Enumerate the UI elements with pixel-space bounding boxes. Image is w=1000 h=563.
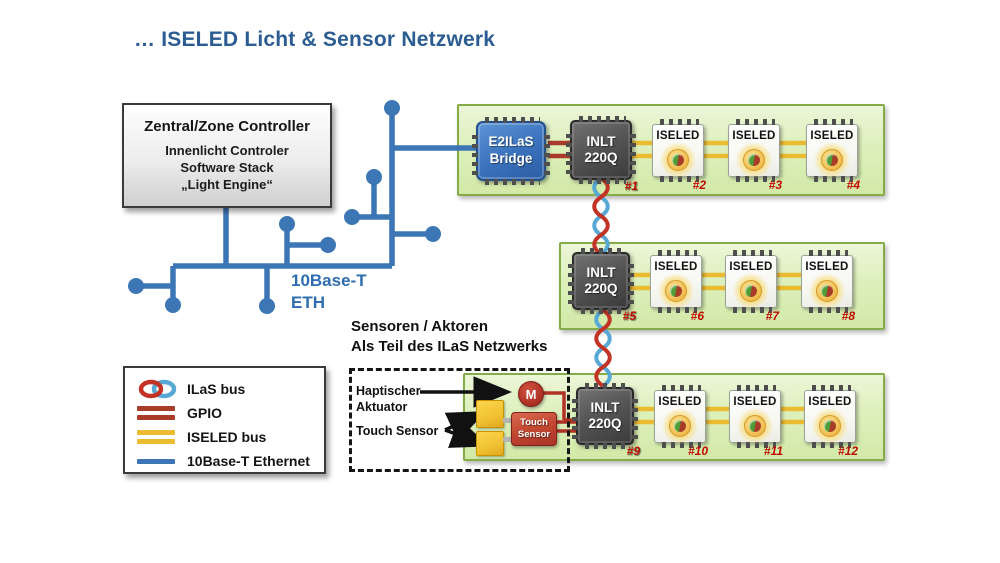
chip-pins [737, 385, 776, 391]
ethernet-node-dots [128, 100, 441, 314]
chip-pins [579, 116, 626, 122]
touch-sensor-label: Touch Sensor [356, 424, 439, 438]
chip-pins [572, 396, 578, 439]
led-icon [660, 142, 696, 178]
led-icon [809, 273, 845, 309]
legend: ILaS bus GPIO ISELED bus 10Base-T Ethern… [123, 366, 326, 474]
chip-pins [628, 261, 634, 304]
iseled-chip-7: ISELED #7 [725, 250, 779, 323]
chip-pins [809, 250, 848, 256]
controller-title: Zentral/Zone Controller [144, 118, 310, 135]
chip-pins [658, 307, 697, 313]
chip-pins [581, 248, 624, 254]
led-icon [814, 142, 850, 178]
ilas-bus-line [592, 176, 612, 388]
iseled-chip-6: ISELED #6 [650, 250, 704, 323]
led-icon [658, 273, 694, 309]
gpio-icon [137, 406, 183, 420]
chip-number: #1 [624, 178, 638, 193]
connector-stub [503, 418, 512, 423]
chip-pins [662, 442, 701, 448]
chip-pins [632, 396, 638, 439]
led-icon [736, 142, 772, 178]
led-icon [733, 273, 769, 309]
legend-item-iseled-bus: ISELED bus [137, 425, 324, 449]
chip-number: #4 [846, 178, 860, 192]
chip-number: #7 [765, 309, 779, 323]
chip-pins [662, 385, 701, 391]
chip-pins [658, 250, 697, 256]
inlt-chip-9: INLT 220Q #9 [572, 383, 640, 458]
chip-pins [585, 443, 628, 449]
controller-line-2: Software Stack [180, 159, 274, 175]
iseled-chip-11: ISELED #11 [729, 385, 783, 458]
chip-pins [472, 130, 478, 175]
chip-pins [544, 130, 550, 175]
chip-pins [812, 385, 851, 391]
chip-pins [585, 383, 628, 389]
ethernet-label: 10Base-T ETH [291, 271, 367, 313]
chip-pins [566, 129, 572, 174]
iseled-chip-12: ISELED #12 [804, 385, 858, 458]
chip-pins [733, 307, 772, 313]
chip-pins [736, 119, 775, 125]
chip-pins [660, 119, 699, 125]
chip-number: #3 [768, 178, 782, 192]
sensors-heading: Sensoren / Aktoren Als Teil des ILaS Net… [351, 318, 548, 356]
chip-number: #2 [692, 178, 706, 192]
chip-number: #9 [626, 443, 640, 458]
ilas-bus-icon [137, 379, 183, 399]
chip-pins [485, 179, 540, 185]
inlt-chip-5: INLT 220Q #5 [568, 248, 636, 323]
e2ilas-bridge-chip: E2ILaS Bridge [472, 117, 550, 185]
iseled-chip-10: ISELED #10 [654, 385, 708, 458]
chip-number: #6 [690, 309, 704, 323]
touch-pad-lower [476, 431, 504, 456]
led-icon [812, 408, 848, 444]
controller-line-3: „Light Engine“ [181, 176, 273, 192]
chip-pins [814, 176, 853, 182]
connector-stub [503, 437, 512, 442]
controller-line-1: Innenlicht Controler [165, 143, 289, 158]
chip-pins [581, 308, 624, 314]
zone-controller-box: Zentral/Zone Controller Innenlicht Contr… [122, 103, 332, 208]
ethernet-icon [137, 458, 183, 464]
chip-pins [733, 250, 772, 256]
chip-pins [630, 129, 636, 174]
chip-number: #12 [837, 444, 858, 458]
legend-item-gpio: GPIO [137, 401, 324, 425]
iseled-chip-8: ISELED #8 [801, 250, 855, 323]
led-icon [662, 408, 698, 444]
chip-number: #8 [841, 309, 855, 323]
iseled-chip-2: ISELED #2 [652, 119, 706, 192]
inlt-chip-1: INLT 220Q #1 [566, 116, 638, 193]
iseled-chip-4: ISELED #4 [806, 119, 860, 192]
chip-pins [814, 119, 853, 125]
chip-pins [568, 261, 574, 304]
chip-number: #5 [622, 308, 636, 323]
touch-sensor-chip: Touch Sensor [511, 412, 557, 446]
chip-pins [660, 176, 699, 182]
iseled-bus-icon [137, 430, 183, 444]
chip-pins [812, 442, 851, 448]
chip-number: #10 [687, 444, 708, 458]
haptic-actuator-label: Haptischer Aktuator [356, 384, 421, 415]
motor-icon: M [518, 381, 544, 407]
chip-number: #11 [763, 444, 783, 458]
chip-pins [809, 307, 848, 313]
legend-item-ilas-bus: ILaS bus [137, 377, 324, 401]
touch-pad-upper [476, 400, 504, 428]
page-title: … ISELED Licht & Sensor Netzwerk [134, 28, 496, 51]
chip-pins [736, 176, 775, 182]
chip-pins [737, 442, 776, 448]
led-icon [737, 408, 773, 444]
chip-pins [579, 178, 626, 184]
iseled-chip-3: ISELED #3 [728, 119, 782, 192]
legend-item-ethernet: 10Base-T Ethernet [137, 449, 324, 473]
chip-pins [485, 117, 540, 123]
